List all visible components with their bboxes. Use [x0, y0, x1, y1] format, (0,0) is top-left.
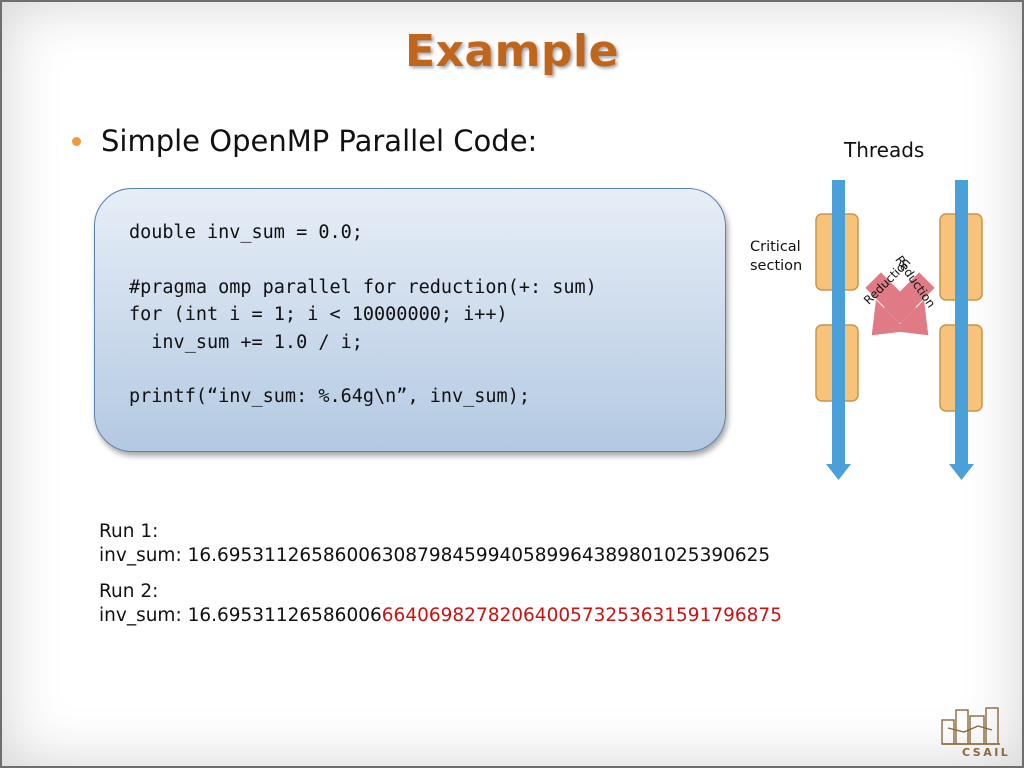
- csail-logo-icon: [941, 707, 1000, 745]
- code-line: inv_sum += 1.0 / i;: [129, 331, 363, 353]
- run-1-value: 16.6953112658600630879845994058996438980…: [187, 545, 771, 566]
- slide-title: Example: [405, 26, 619, 77]
- critical-section-label: Critical section: [750, 238, 802, 276]
- csail-logo-text: CSAIL: [962, 746, 1011, 759]
- reduction-arrow: [871, 272, 935, 336]
- run-2-value-line: inv_sum: 16.6953112658600666406982782064…: [99, 604, 782, 628]
- threads-label: Threads: [844, 138, 925, 162]
- critical-label-line: Critical: [750, 239, 801, 255]
- run-2-label: Run 2:: [99, 581, 159, 602]
- code-line: for (int i = 1; i < 10000000; i++): [129, 304, 508, 326]
- run-2-prefix: inv_sum:: [99, 605, 188, 626]
- run-1-output: Run 1: inv_sum: 16.695311265860063087984…: [99, 520, 770, 568]
- code-box: double inv_sum = 0.0; #pragma omp parall…: [94, 188, 726, 452]
- threads-diagram: Reduction Reduction: [815, 180, 983, 480]
- run-2-value-diff: 6640698278206400573253631591796875: [381, 605, 782, 626]
- bullet-item: Simple OpenMP Parallel Code:: [72, 124, 537, 158]
- code-line: #pragma omp parallel for reduction(+: su…: [129, 276, 597, 298]
- thread-arrow: [949, 180, 974, 480]
- run-1-value-line: inv_sum: 16.6953112658600630879845994058…: [99, 544, 770, 568]
- run-1-label: Run 1:: [99, 521, 159, 542]
- thread-arrow: [826, 180, 851, 480]
- bullet-dot-icon: [72, 136, 81, 146]
- code-line: printf(“inv_sum: %.64g\n”, inv_sum);: [129, 386, 530, 408]
- bullet-text: Simple OpenMP Parallel Code:: [101, 124, 538, 158]
- run-2-value-common: 16.69531126586006: [187, 605, 382, 626]
- code-line: double inv_sum = 0.0;: [129, 222, 363, 243]
- code-block: double inv_sum = 0.0; #pragma omp parall…: [129, 219, 597, 411]
- run-1-prefix: inv_sum:: [99, 545, 188, 566]
- run-2-output: Run 2: inv_sum: 16.695311265860066640698…: [99, 580, 782, 628]
- critical-label-line: section: [750, 258, 803, 274]
